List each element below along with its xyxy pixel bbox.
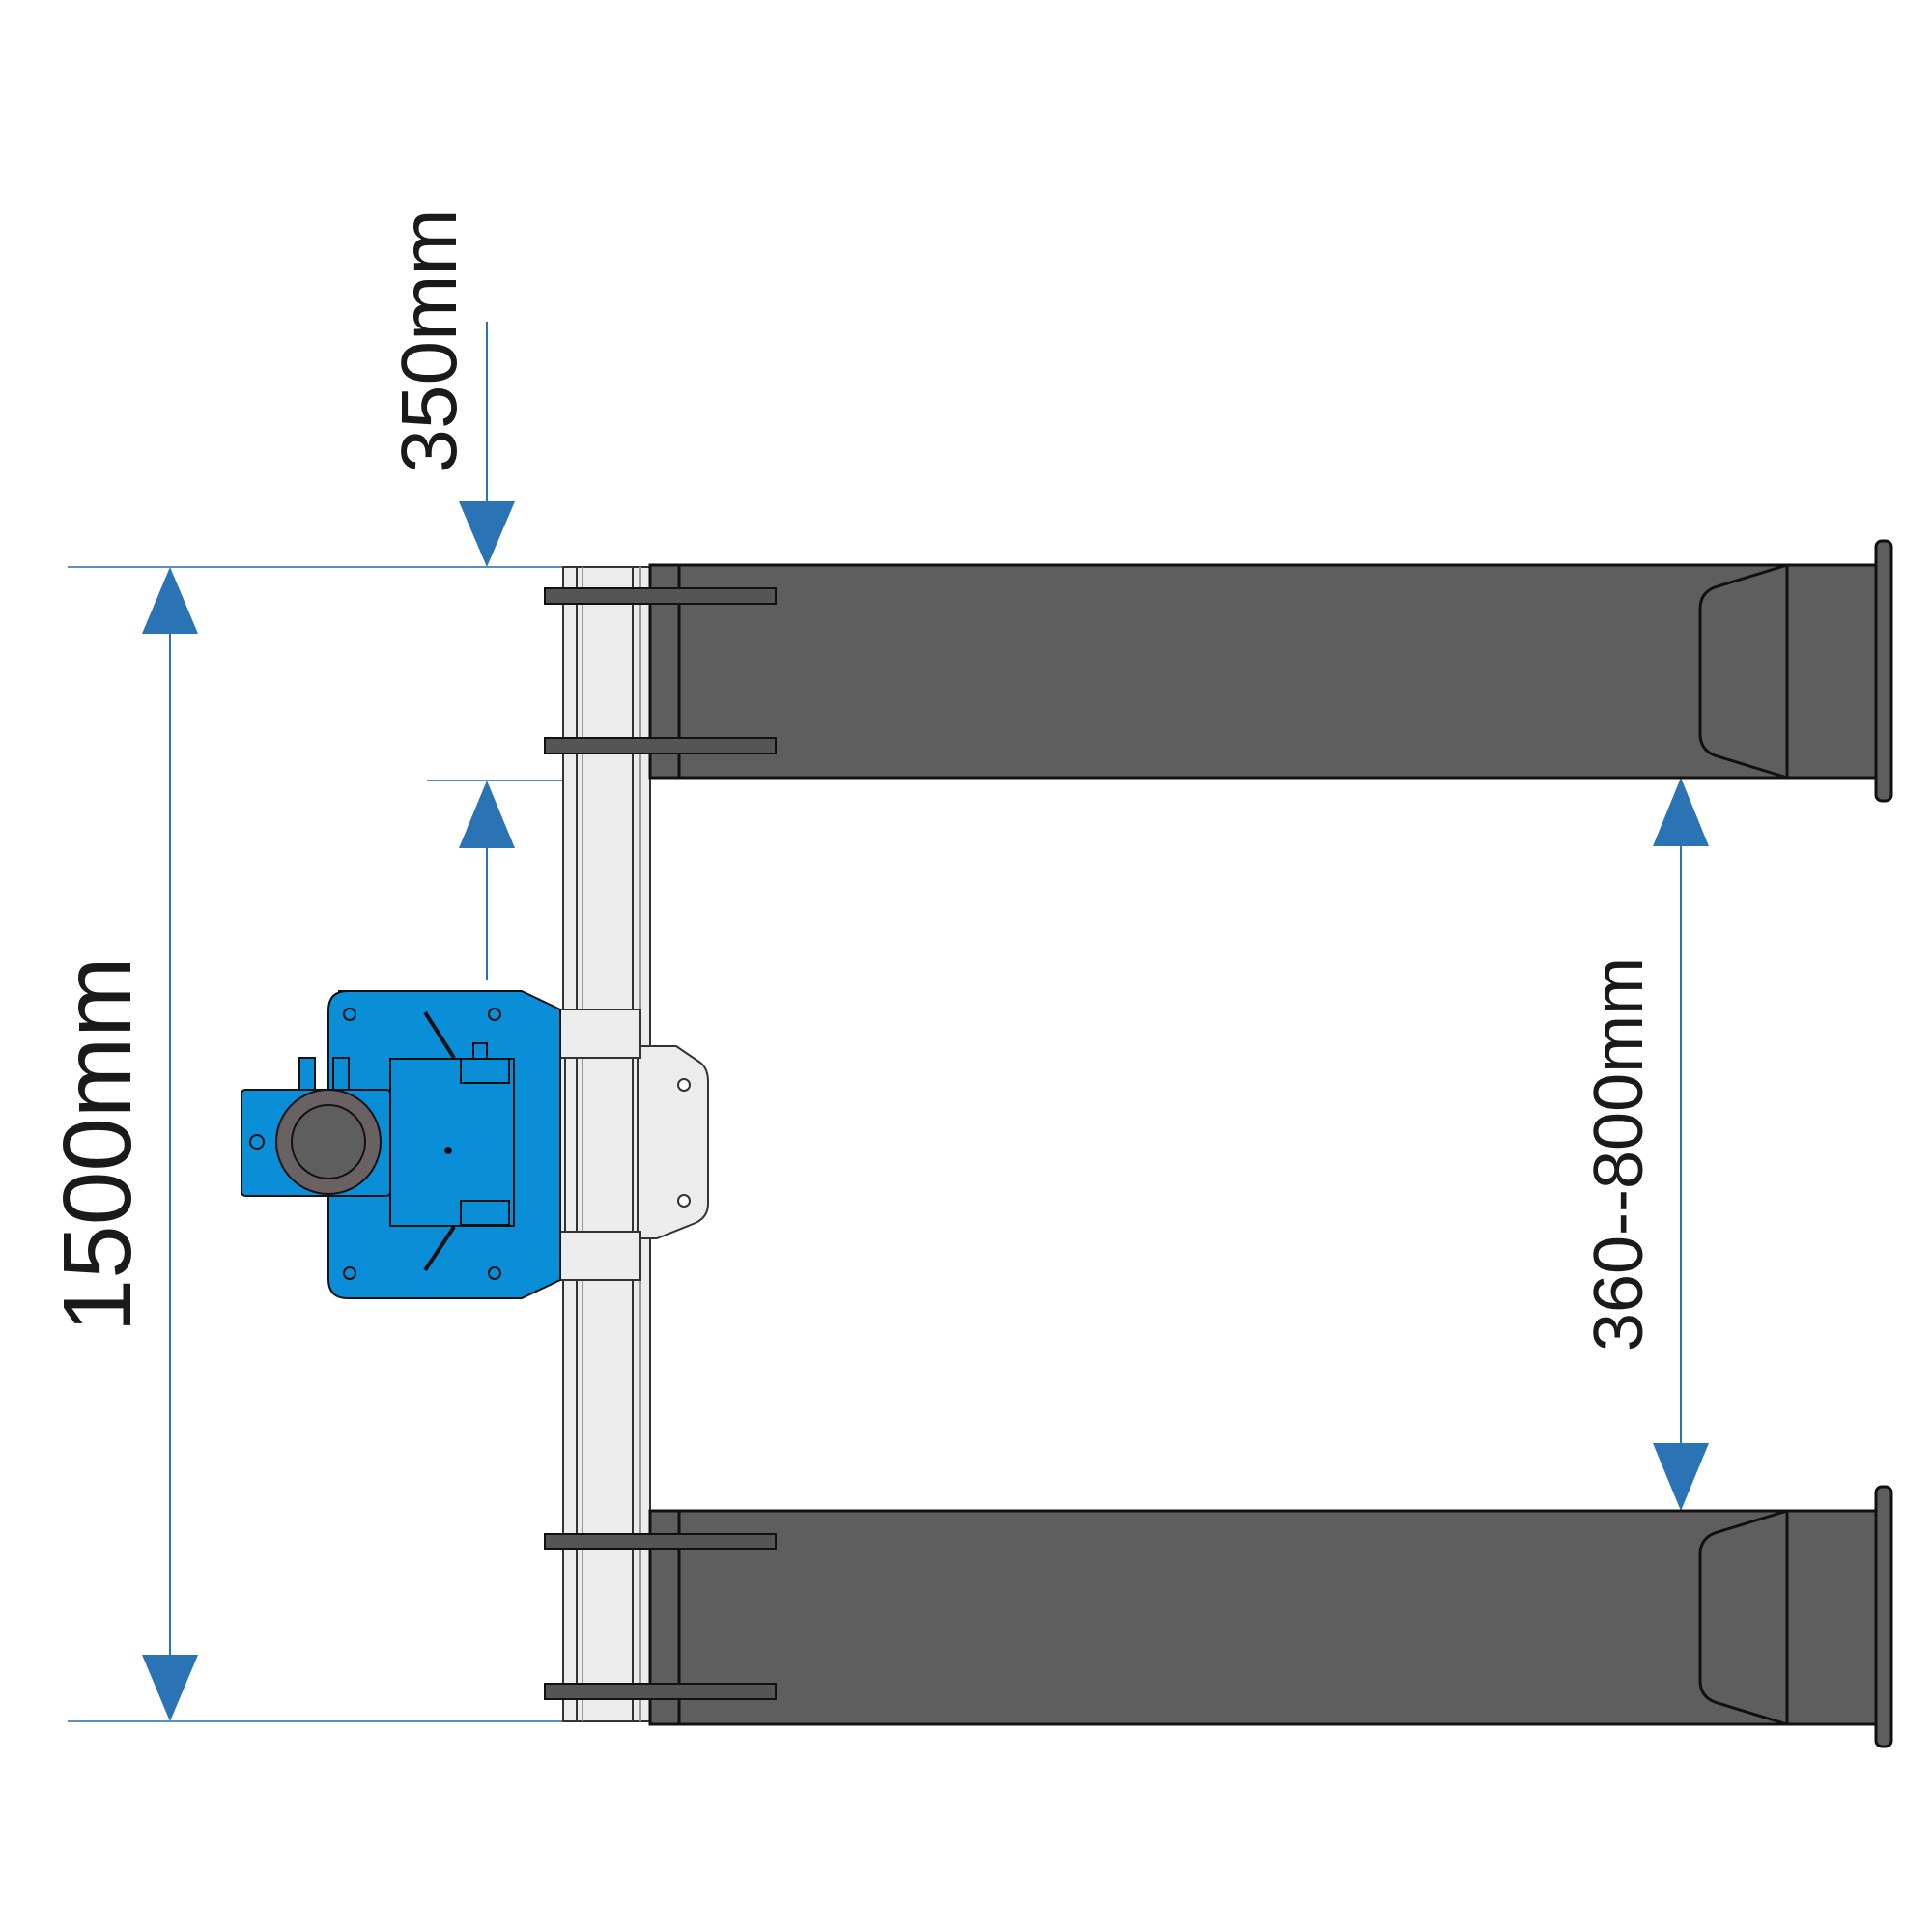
- dimension-arm-spacing-label: 360--800mm: [1580, 957, 1658, 1351]
- hydraulic-power-unit: [241, 990, 561, 1299]
- main-rail: [562, 566, 651, 1722]
- dimension-1500-arrow: [142, 567, 198, 1721]
- arm-top: [648, 539, 1893, 803]
- dimension-1500-label: 1500mm: [43, 956, 152, 1332]
- dimension-arm-spacing-arrow: [1653, 778, 1709, 1511]
- arm-clamp-bars: [544, 587, 777, 1700]
- dimension-350-arrow: [459, 322, 515, 980]
- dimension-350-label: 350mm: [385, 209, 473, 472]
- arm-bottom: [648, 1485, 1893, 1748]
